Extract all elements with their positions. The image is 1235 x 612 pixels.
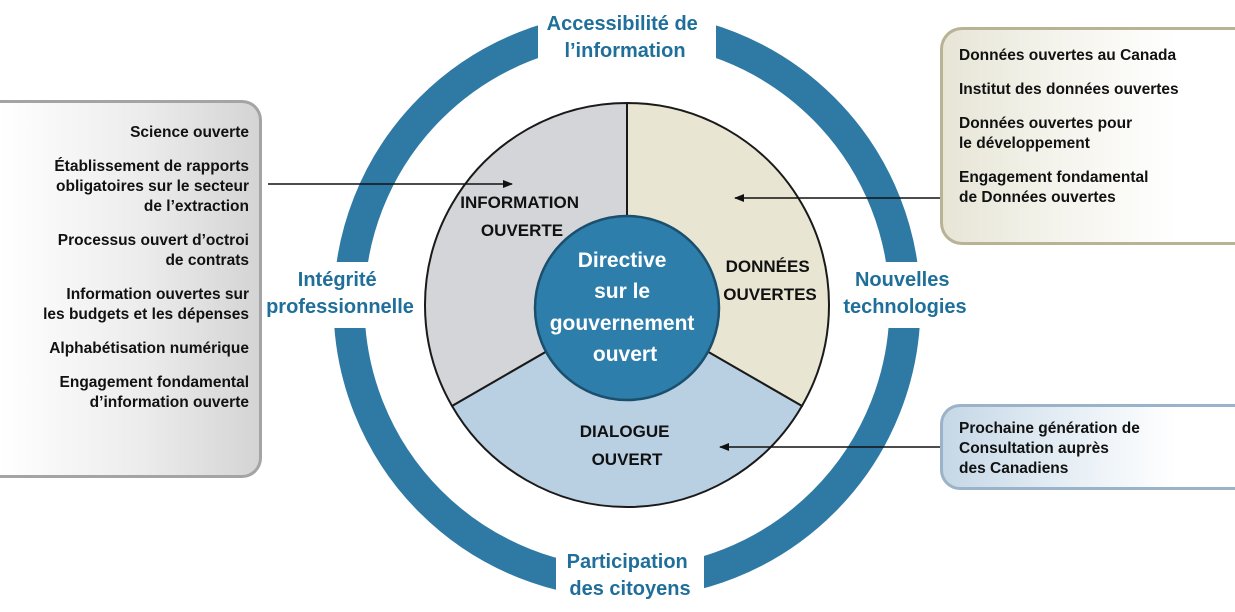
center-circle bbox=[533, 214, 721, 402]
list-item: Science ouverte bbox=[130, 124, 249, 141]
center-label-directive: Directive sur le gouvernement ouvert bbox=[550, 249, 701, 366]
right-panel-data-initiatives: Données ouvertes au Canada Institut des … bbox=[940, 27, 1235, 245]
list-item: Données ouvertes au Canada bbox=[959, 47, 1177, 64]
ring-label-accessibilite: Accessibilité de l’information bbox=[547, 13, 704, 62]
list-item: Institut des données ouvertes bbox=[959, 81, 1179, 98]
ring-gap-left bbox=[262, 262, 420, 328]
sector-label-information-ouverte: INFORMATION OUVERTE bbox=[460, 193, 583, 240]
sector-label-dialogue-ouvert: DIALOGUE OUVERT bbox=[580, 422, 674, 469]
ring-gap-bottom bbox=[556, 542, 704, 608]
left-panel-information-initiatives: Science ouverte Établissement de rapport… bbox=[0, 100, 262, 478]
list-item: Alphabétisation numérique bbox=[49, 340, 249, 357]
ring-label-participation: Participation des citoyens bbox=[567, 551, 694, 600]
ring-gap-top bbox=[538, 6, 716, 72]
sector-label-donnees-ouvertes: DONNÉES OUVERTES bbox=[723, 257, 817, 304]
sector-dialogue-ouvert bbox=[450, 303, 804, 509]
ring-label-integrite: Intégrité professionnelle bbox=[266, 269, 414, 318]
ring-gap-right bbox=[834, 262, 976, 328]
ring-label-nouvelles-technologies: Nouvelles technologies bbox=[843, 269, 966, 318]
